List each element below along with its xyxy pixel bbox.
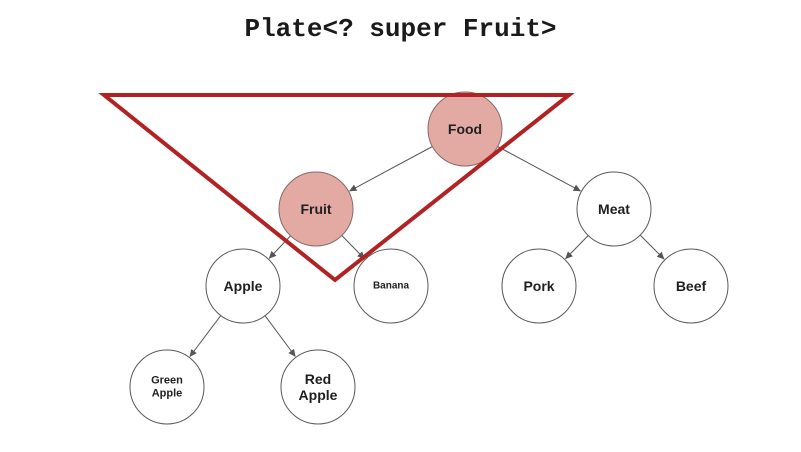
node-fruit: Fruit bbox=[278, 171, 354, 247]
super-bound-triangle bbox=[98, 93, 575, 283]
node-meat: Meat bbox=[576, 171, 652, 247]
node-label-beef: Beef bbox=[676, 278, 707, 294]
node-food: Food bbox=[427, 91, 503, 167]
edge-fruit-to-banana bbox=[341, 235, 365, 260]
node-label-apple: Apple bbox=[224, 278, 263, 294]
node-circle-red-apple bbox=[280, 349, 356, 425]
node-apple: Apple bbox=[205, 248, 281, 324]
node-pork: Pork bbox=[501, 248, 577, 324]
node-circle-banana bbox=[353, 248, 429, 324]
node-circle-food bbox=[427, 91, 503, 167]
node-circle-green-apple bbox=[129, 349, 205, 425]
edge-food-to-meat bbox=[497, 146, 581, 192]
node-banana: Banana bbox=[353, 248, 429, 324]
edge-fruit-to-apple bbox=[268, 235, 291, 259]
node-label-banana: Banana bbox=[373, 281, 410, 292]
node-label-food: Food bbox=[448, 121, 482, 137]
node-label-green-apple: Green bbox=[151, 375, 183, 387]
node-label-pork: Pork bbox=[523, 278, 554, 294]
node-circle-fruit bbox=[278, 171, 354, 247]
node-label-red-apple: Apple bbox=[299, 387, 338, 403]
edge-meat-to-pork bbox=[565, 235, 589, 260]
node-label-red-apple: Red bbox=[305, 371, 331, 387]
node-label-green-apple: Apple bbox=[152, 387, 183, 399]
node-label-fruit: Fruit bbox=[300, 201, 331, 217]
node-circle-beef bbox=[653, 248, 729, 324]
diagram-title: Plate<? super Fruit> bbox=[244, 14, 557, 44]
node-circle-pork bbox=[501, 248, 577, 324]
node-label-meat: Meat bbox=[598, 201, 630, 217]
edge-apple-to-green-apple bbox=[189, 315, 222, 358]
edge-apple-to-red-apple bbox=[264, 315, 296, 357]
node-beef: Beef bbox=[653, 248, 729, 324]
edge-meat-to-beef bbox=[639, 234, 665, 260]
node-circle-apple bbox=[205, 248, 281, 324]
node-circle-meat bbox=[576, 171, 652, 247]
edge-food-to-fruit bbox=[349, 146, 433, 192]
